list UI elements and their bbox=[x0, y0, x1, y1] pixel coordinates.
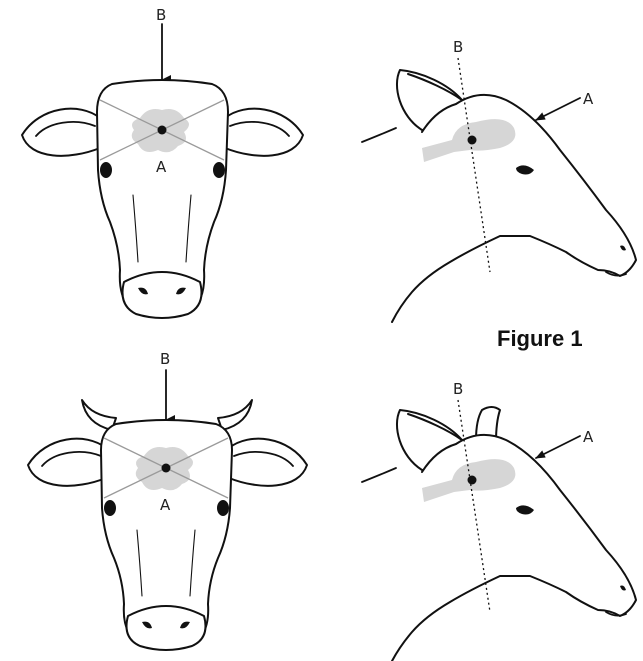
left-horn bbox=[82, 400, 116, 430]
side-view-horned: B A bbox=[330, 330, 643, 661]
label-a: A bbox=[160, 496, 171, 514]
front-view-horned: B A bbox=[0, 330, 330, 661]
label-a: A bbox=[156, 158, 167, 176]
target-point bbox=[162, 464, 171, 473]
side-view-hornless: B A bbox=[330, 0, 643, 330]
label-b: B bbox=[156, 6, 166, 24]
cow-front-horned-drawing: B A bbox=[0, 330, 330, 661]
right-ear bbox=[229, 439, 307, 486]
left-ear bbox=[28, 439, 106, 486]
label-b: B bbox=[453, 380, 463, 398]
right-horn bbox=[218, 400, 252, 430]
label-a: A bbox=[583, 90, 594, 108]
label-a: A bbox=[583, 428, 594, 446]
right-ear bbox=[225, 109, 303, 156]
cow-side-horned-drawing: B A bbox=[330, 330, 643, 661]
muzzle bbox=[127, 606, 206, 650]
target-point bbox=[468, 136, 477, 145]
front-view-hornless: B A bbox=[0, 0, 330, 330]
label-b: B bbox=[160, 350, 170, 368]
right-eye bbox=[217, 500, 229, 516]
target-point bbox=[158, 126, 167, 135]
label-b: B bbox=[453, 38, 463, 56]
cow-front-hornless-drawing: B A bbox=[0, 0, 330, 330]
muzzle bbox=[123, 272, 202, 318]
left-eye bbox=[104, 500, 116, 516]
left-ear bbox=[22, 109, 100, 156]
cow-side-hornless-drawing: B A bbox=[330, 0, 643, 330]
left-eye bbox=[100, 162, 112, 178]
right-eye bbox=[213, 162, 225, 178]
target-point bbox=[468, 476, 477, 485]
arrow-a bbox=[536, 98, 580, 120]
arrow-a bbox=[536, 436, 580, 458]
